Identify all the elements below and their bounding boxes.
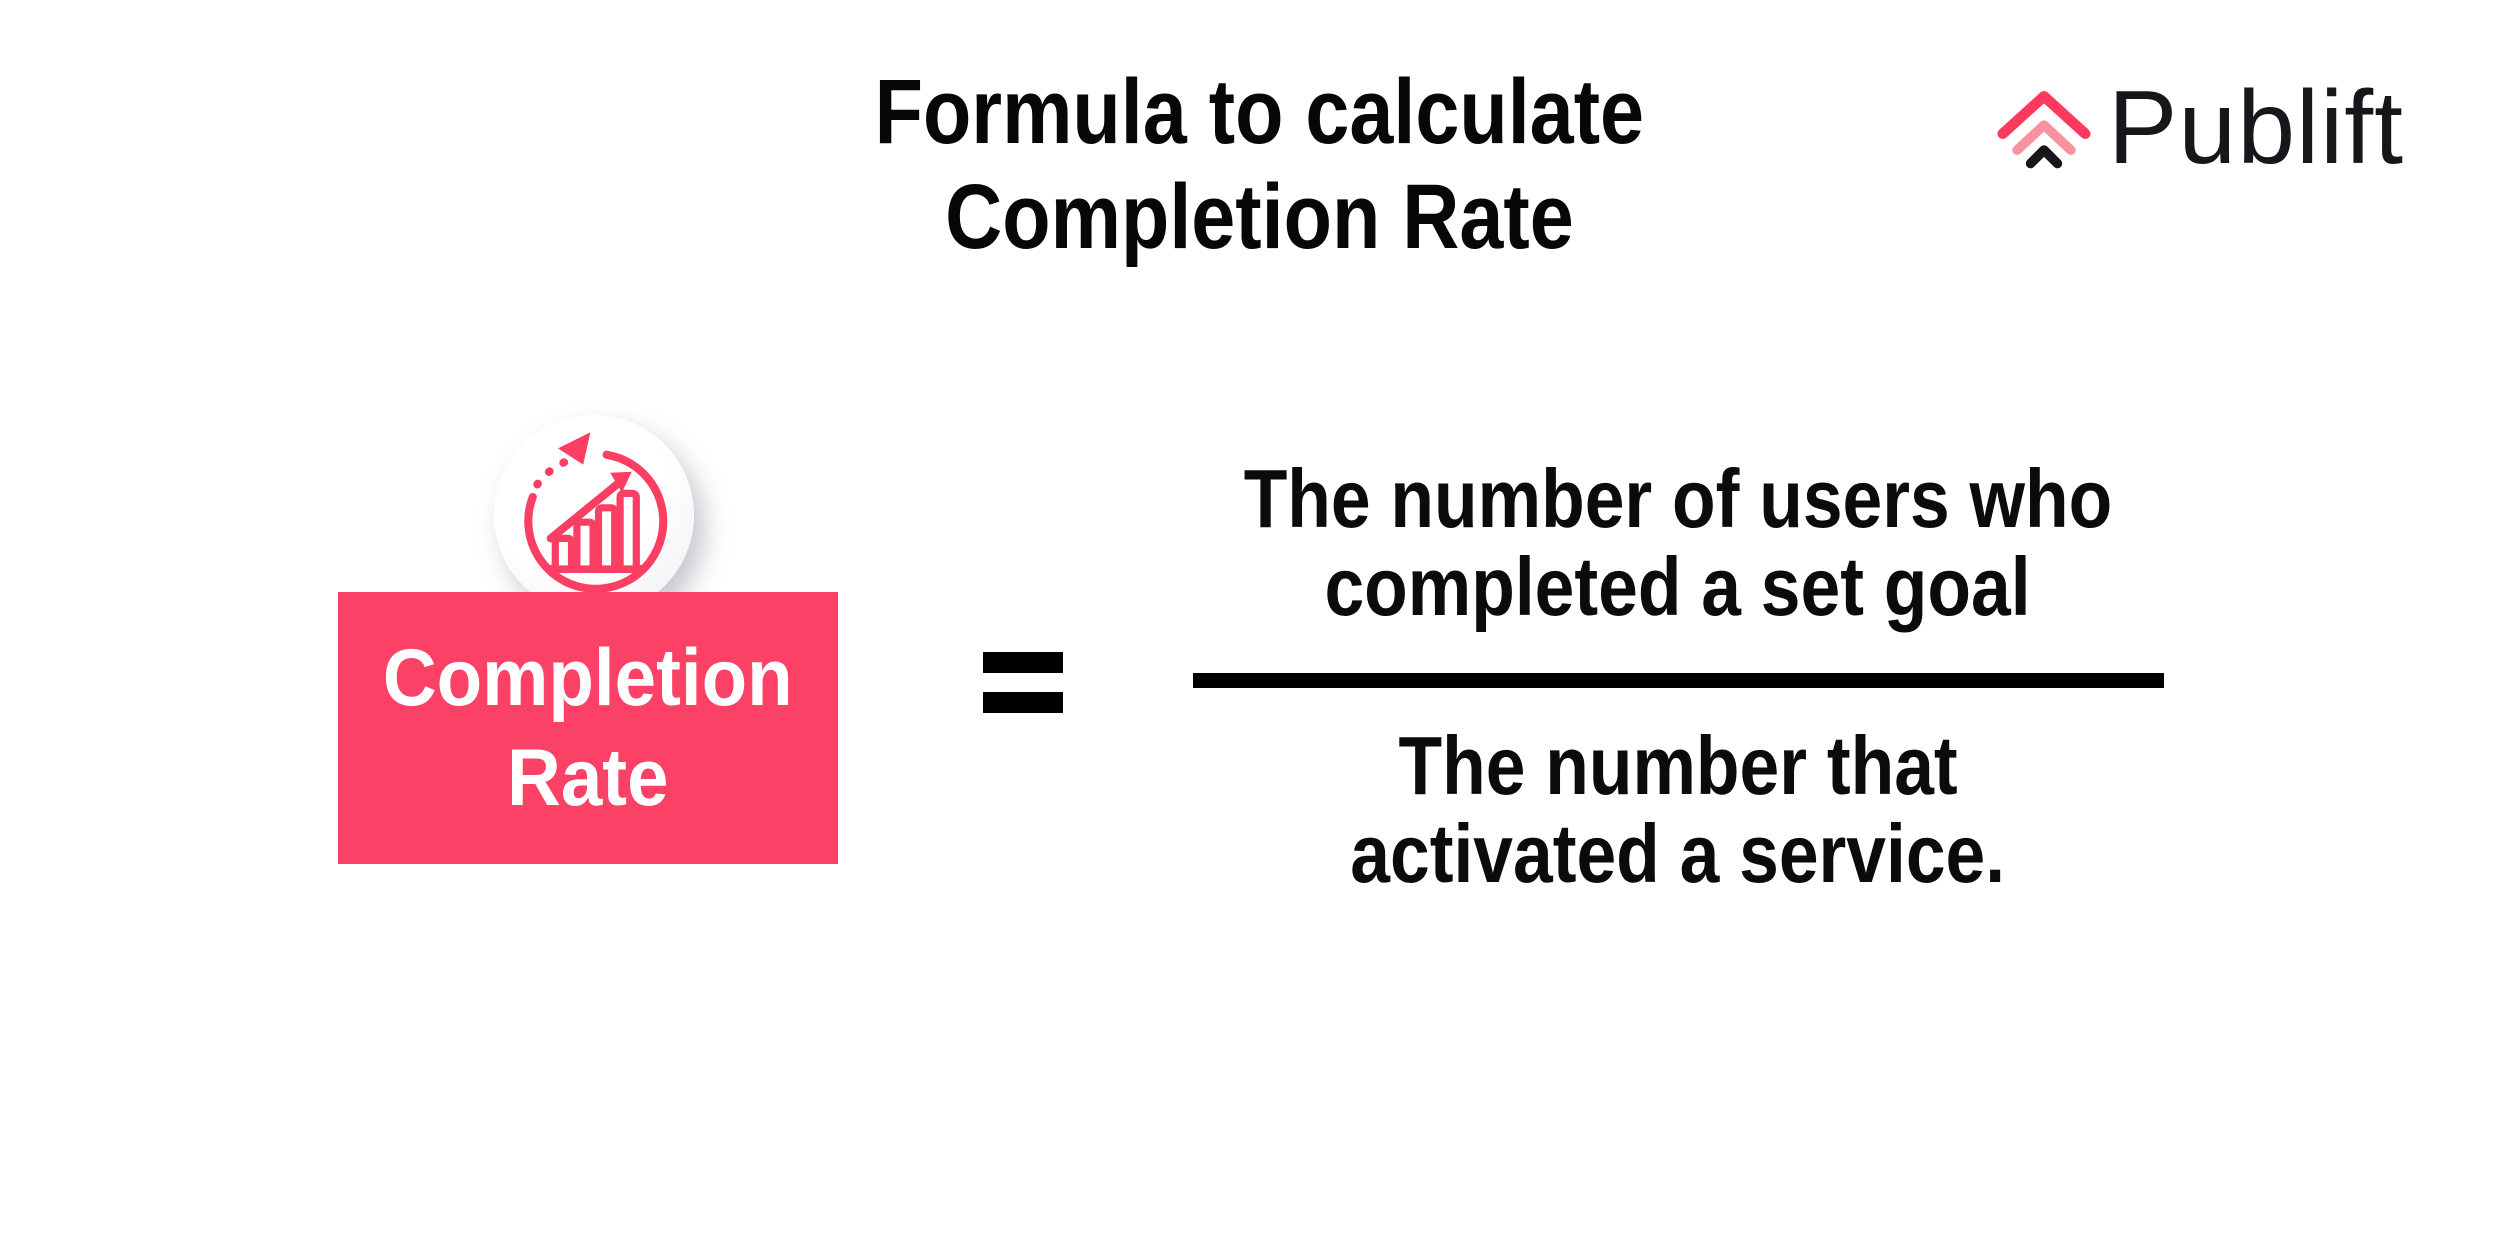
page-title-line1-text: Formula to calculate	[874, 61, 1644, 163]
denominator-line1-text: The number that	[1398, 719, 1958, 812]
page-title: Formula to calculate Completion Rate	[709, 60, 1809, 270]
numerator-line2: completed a set goal	[1078, 543, 2278, 631]
fraction-bar	[1192, 673, 2164, 688]
metric-icon-badge	[494, 415, 694, 615]
page-title-line2: Completion Rate	[709, 165, 1809, 270]
fraction-numerator: The number of users who completed a set …	[1078, 455, 2278, 631]
metric-label-line1-text: Completion	[383, 633, 793, 723]
denominator-line2: activated a service.	[1078, 810, 2278, 898]
completion-rate-box: Completion Rate	[338, 592, 838, 864]
metric-label-line1: Completion	[365, 628, 810, 728]
brand-wordmark: Publift	[2108, 70, 2405, 186]
denominator-line1: The number that	[1078, 722, 2278, 810]
equals-gap	[983, 673, 1063, 692]
denominator-line2-text: activated a service.	[1350, 807, 2006, 900]
brand-logo: Publift	[1996, 76, 2404, 180]
metric-label-line2: Rate	[500, 728, 676, 828]
numerator-line1: The number of users who	[1078, 455, 2278, 543]
publift-chevrons-icon	[1997, 91, 2091, 169]
fraction-denominator: The number that activated a service.	[1078, 722, 2278, 898]
formula-fraction: The number of users who completed a set …	[1078, 455, 2278, 898]
equals-sign	[983, 652, 1063, 713]
page-title-line2-text: Completion Rate	[944, 166, 1574, 268]
growth-chart-icon	[524, 432, 668, 593]
numerator-line1-text: The number of users who	[1243, 452, 2113, 545]
numerator-line2-text: completed a set goal	[1324, 540, 2032, 633]
page-title-line1: Formula to calculate	[709, 60, 1809, 165]
metric-label-line2-text: Rate	[507, 733, 669, 823]
equals-bottom-bar	[983, 692, 1063, 713]
equals-top-bar	[983, 652, 1063, 673]
